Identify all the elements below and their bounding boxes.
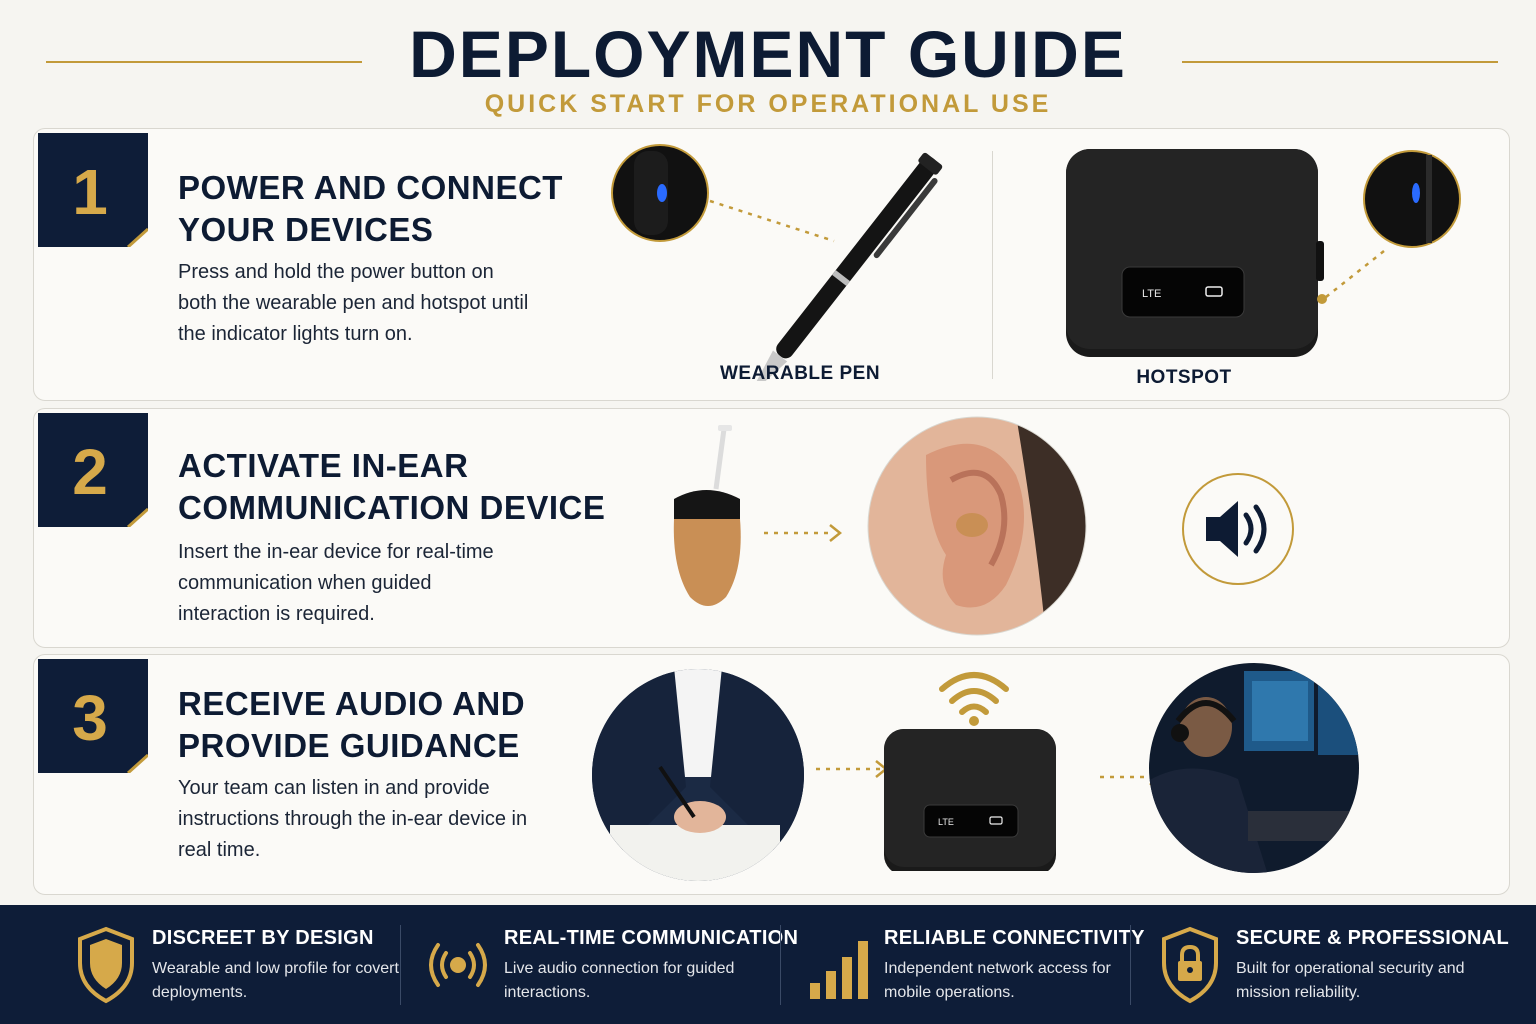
writing-person-icon: [592, 669, 804, 881]
step-badge-1: 1: [38, 133, 148, 247]
feature-connectivity: RELIABLE CONNECTIVITY Independent networ…: [806, 905, 1144, 1024]
page-title: DEPLOYMENT GUIDE: [409, 17, 1127, 91]
step-card-2: 2 ACTIVATE IN-EAR COMMUNICATION DEVICE I…: [33, 408, 1510, 648]
hotspot-icon: LTE: [816, 672, 1160, 871]
device-divider: [992, 151, 993, 379]
step-title: POWER AND CONNECT YOUR DEVICES: [178, 167, 598, 251]
page-subtitle: QUICK START FOR OPERATIONAL USE: [484, 90, 1052, 118]
lock-shield-icon: [1162, 926, 1218, 1004]
feature-divider: [780, 925, 781, 1005]
badge-shape: [38, 133, 148, 247]
step-title: RECEIVE AUDIO AND PROVIDE GUIDANCE: [178, 683, 598, 767]
badge-shape: [38, 413, 148, 527]
hotspot-icon: LTE: [1066, 149, 1461, 357]
step-title-line-2: YOUR DEVICES: [178, 211, 434, 248]
signal-bars-icon: [810, 941, 868, 999]
feature-title: RELIABLE CONNECTIVITY: [884, 927, 1145, 949]
hotspot-screen-text: LTE: [938, 817, 954, 827]
step-title-line-1: ACTIVATE IN-EAR: [178, 447, 469, 484]
feature-divider: [1130, 925, 1131, 1005]
feature-title: DISCREET BY DESIGN: [152, 927, 374, 949]
badge-shape: [38, 659, 148, 773]
step-body: Your team can listen in and provide inst…: [178, 777, 528, 861]
step-title-line-2: PROVIDE GUIDANCE: [178, 727, 520, 764]
feature-body: Live audio connection for guided interac…: [504, 960, 735, 1001]
shield-icon: [78, 926, 134, 1004]
feature-discreet: DISCREET BY DESIGN Wearable and low prof…: [74, 905, 399, 1024]
broadcast-icon: [429, 943, 487, 987]
device-label-pen: WEARABLE PEN: [719, 363, 881, 384]
speaker-icon: [1182, 473, 1294, 585]
feature-title: SECURE & PROFESSIONAL: [1236, 927, 1509, 949]
ear-icon: [867, 416, 1087, 636]
step-number: 2: [72, 436, 108, 508]
earpiece-icon: [673, 425, 843, 606]
header: DEPLOYMENT GUIDE QUICK START FOR OPERATI…: [0, 0, 1536, 125]
feature-body: Wearable and low profile for covert depl…: [152, 960, 399, 1001]
operator-icon: [1149, 663, 1359, 873]
feature-body: Built for operational security and missi…: [1236, 960, 1465, 1001]
step-title-line-1: RECEIVE AUDIO AND: [178, 685, 526, 722]
header-rule-left: [46, 61, 362, 63]
feature-secure: SECURE & PROFESSIONAL Built for operatio…: [1158, 905, 1518, 1024]
step-body: Press and hold the power button on both …: [178, 261, 529, 345]
feature-realtime: REAL-TIME COMMUNICATION Live audio conne…: [426, 905, 798, 1024]
features-footer: DISCREET BY DESIGN Wearable and low prof…: [0, 905, 1536, 1024]
step-card-3: 3 RECEIVE AUDIO AND PROVIDE GUIDANCE You…: [33, 654, 1510, 895]
step-badge-3: 3: [38, 659, 148, 773]
step-number: 3: [72, 682, 108, 754]
step-title-line-1: POWER AND CONNECT: [178, 169, 563, 206]
pen-icon: [611, 144, 943, 381]
step-title-line-2: COMMUNICATION DEVICE: [178, 489, 606, 526]
feature-divider: [400, 925, 401, 1005]
step-badge-2: 2: [38, 413, 148, 527]
feature-body: Independent network access for mobile op…: [884, 960, 1111, 1001]
header-rule-right: [1182, 61, 1498, 63]
step-title: ACTIVATE IN-EAR COMMUNICATION DEVICE: [178, 445, 638, 529]
step-body: Insert the in-ear device for real-time c…: [178, 541, 494, 625]
feature-title: REAL-TIME COMMUNICATION: [504, 927, 799, 949]
step-card-1: 1 POWER AND CONNECT YOUR DEVICES Press a…: [33, 128, 1510, 401]
device-label-hotspot: HOTSPOT: [1136, 367, 1232, 388]
step-number: 1: [72, 156, 108, 228]
hotspot-screen-text: LTE: [1142, 288, 1161, 300]
wifi-icon: [939, 672, 1009, 726]
